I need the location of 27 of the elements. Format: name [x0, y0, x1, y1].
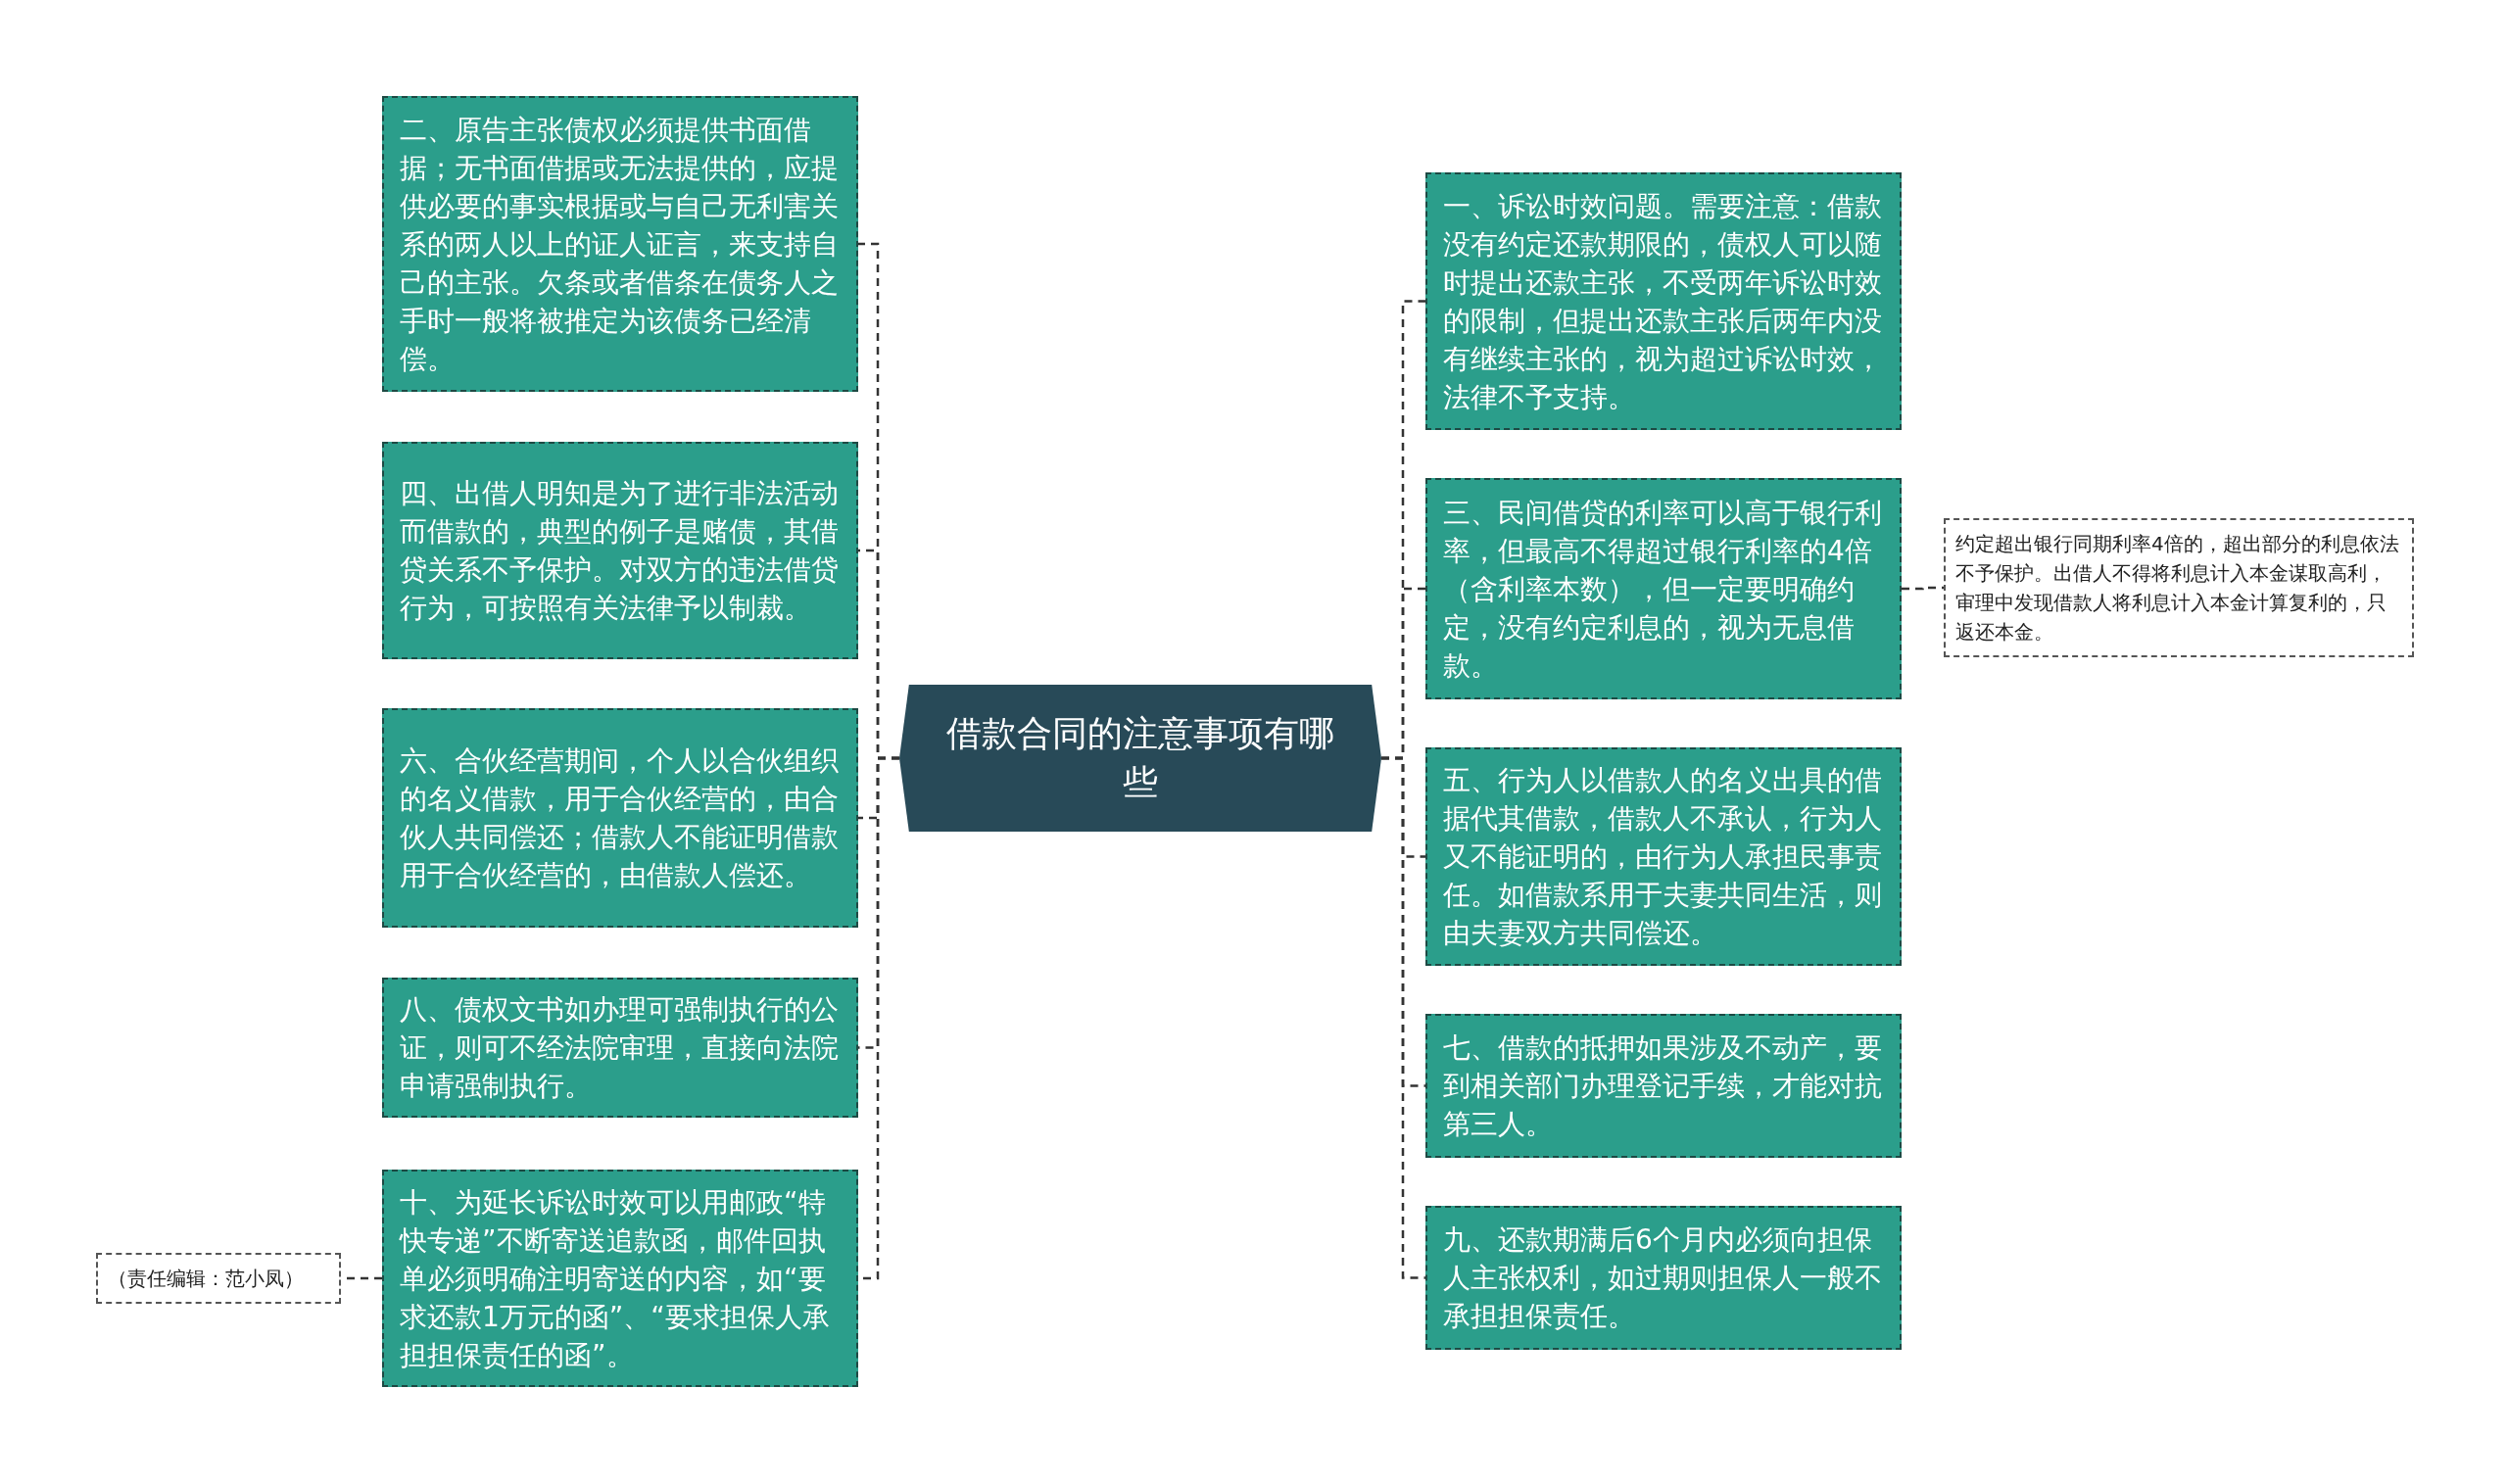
topic-text: 一、诉讼时效问题。需要注意：借款没有约定还款期限的，债权人可以随时提出还款主张，不受两年诉讼时效的限制，但提出还款主张后两年内没有继续主张的，视为超过诉讼时效，法律不予支持。 [1443, 188, 1883, 415]
topic-text: 九、还款期满后6个月内必须向担保人主张权利，如过期则担保人一般不承担担保责任。 [1443, 1222, 1883, 1334]
topic-text: 五、行为人以借款人的名义出具的借据代其借款，借款人不承认，行为人又不能证明的，由行为人承担民事责任。如借款系用于夫妻共同生活，则由夫妻双方共同偿还。 [1443, 763, 1883, 951]
topic-text: 十、为延长诉讼时效可以用邮政“特快专递”不断寄送追款函，邮件回执单必须明确注明寄送的内容，如“要求还款1万元的函”、“要求担保人承担担保责任的函”。 [400, 1184, 831, 1373]
topic-box [1425, 747, 1902, 966]
topic-box [1425, 478, 1902, 699]
topic-text: 二、原告主张债权必须提供书面借据；无书面借据或无法提供的，应提供必要的事实根据或与自己无利害关系的两人以上的证人证言，来支持自己的主张。欠条或者借条在债务人之手时一般将被推定为该债务已经清偿。 [400, 112, 840, 377]
topic-title: 借款合同的注意事项有哪些 [945, 712, 1335, 804]
topic-text: 八、债权文书如办理可强制执行的公证，则可不经法院审理，直接向法院申请强制执行。 [400, 992, 840, 1104]
connector-line [1381, 756, 1425, 1279]
topic-text: 七、借款的抵押如果涉及不动产，要到相关部门办理登记手续，才能对抗第三人。 [1443, 1030, 1883, 1142]
topic-text: 三、民间借贷的利率可以高于银行利率，但最高不得超过银行利率的4倍（含利率本数），但一定要明确约定，没有约定利息的，视为无息借款。 [1443, 495, 1883, 684]
note-box [1944, 518, 2414, 657]
topic-box [382, 1170, 858, 1387]
topic-box [382, 96, 858, 392]
topic-box [382, 978, 858, 1118]
topic-box [1425, 1206, 1902, 1350]
note-box [96, 1253, 341, 1304]
note-text: （责任编辑：范小凤） [108, 1266, 304, 1292]
topic-box [382, 708, 858, 928]
topic-text: 六、合伙经营期间，个人以合伙组织的名义借款，用于合伙经营的，由合伙人共同偿还；借款人不能证明借款用于合伙经营的，由借款人偿还。 [400, 743, 840, 893]
note-text: 约定超出银行同期利率4倍的，超出部分的利息依法不予保护。出借人不得将利息计入本金谋取高利，审理中发现借款人将利息计入本金计算复利的，只返还本金。 [1955, 531, 2400, 646]
topic-box [1425, 172, 1902, 430]
topic-box [1425, 1014, 1902, 1158]
topic-box [382, 442, 858, 659]
topic-text: 四、出借人明知是为了进行非法活动而借款的，典型的例子是赌债，其借贷关系不予保护。对双方的违法借贷行为，可按照有关法律予以制裁。 [400, 476, 840, 626]
connector-line [1902, 586, 1944, 591]
